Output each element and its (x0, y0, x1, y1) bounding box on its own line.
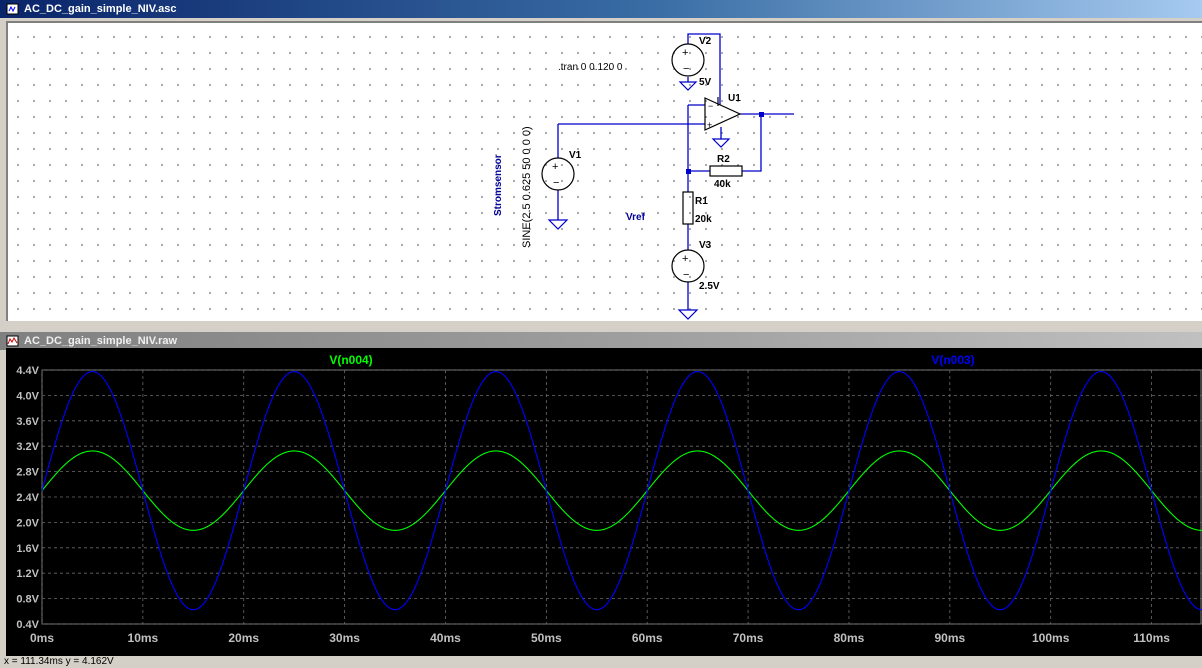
voltage-source-v2[interactable]: + − (671, 43, 705, 77)
svg-text:−: − (553, 177, 559, 189)
v1-value: SINE(2.5 0.625 50 0 0 0) (521, 126, 533, 248)
waveform-plot[interactable]: 0.4V 0.8V 1.2V 1.6V 2.0V 2.4V 2.8V 3.2V 3.6V 4.0V… (6, 348, 1202, 656)
x-tick-label: 20ms (228, 631, 259, 645)
net-label-stromsensor[interactable]: Stromsensor (493, 154, 504, 216)
y-tick-label: 4.4V (16, 365, 39, 377)
v2-name: V2 (699, 36, 712, 47)
u1-name: U1 (728, 93, 741, 104)
x-tick-label: 10ms (128, 631, 159, 645)
net-label-vref[interactable]: Vref (626, 212, 646, 223)
v2-value: 5V (699, 77, 712, 88)
plot-title: AC_DC_gain_simple_NIV.raw (24, 335, 178, 347)
spice-directive[interactable]: .tran 0 0.120 0 (558, 62, 623, 73)
r2-name: R2 (717, 154, 730, 165)
resistor-r2[interactable] (709, 165, 743, 177)
junction-output (759, 112, 764, 117)
svg-text:−: − (683, 269, 689, 281)
v3-name: V3 (699, 240, 712, 251)
r1-name: R1 (695, 196, 708, 207)
schematic-file-icon (6, 3, 19, 15)
schematic-titlebar[interactable]: AC_DC_gain_simple_NIV.asc (0, 0, 1202, 18)
v3-value: 2.5V (699, 281, 720, 292)
y-tick-label: 0.4V (16, 619, 39, 631)
legend-vn003[interactable]: V(n003) (931, 353, 974, 367)
y-tick-label: 3.2V (16, 441, 39, 453)
resistor-r1[interactable] (682, 191, 694, 225)
y-tick-label: 1.6V (16, 543, 39, 555)
y-tick-label: 4.0V (16, 390, 39, 402)
x-tick-label: 90ms (934, 631, 965, 645)
legend-vn004[interactable]: V(n004) (329, 353, 372, 367)
schematic-canvas[interactable]: + − + − + − − (6, 21, 1202, 321)
x-tick-label: 70ms (733, 631, 764, 645)
voltage-source-v3[interactable]: + − (671, 249, 705, 283)
x-tick-label: 80ms (834, 631, 865, 645)
voltage-source-v1[interactable]: + − (541, 157, 575, 191)
opamp-u1[interactable]: − + (704, 97, 742, 131)
r2-value: 40k (714, 179, 731, 190)
svg-text:+: + (682, 47, 688, 59)
schematic-title: AC_DC_gain_simple_NIV.asc (24, 3, 177, 15)
chart-traces (41, 371, 1202, 611)
y-tick-label: 2.8V (16, 467, 39, 479)
r1-value: 20k (695, 214, 712, 225)
x-tick-label: 40ms (430, 631, 461, 645)
y-tick-label: 0.8V (16, 594, 39, 606)
x-tick-label: 30ms (329, 631, 360, 645)
junction-feedback (686, 169, 691, 174)
x-tick-label: 50ms (531, 631, 562, 645)
svg-text:−: − (708, 101, 713, 111)
trace-vn004[interactable] (41, 450, 1202, 531)
status-bar: x = 111.34ms y = 4.162V (0, 656, 1202, 668)
x-axis-ticks: 0ms 10ms 20ms 30ms 40ms 50ms 60ms 70ms 80ms 90ms 1… (30, 631, 1170, 645)
y-tick-label: 2.4V (16, 492, 39, 504)
plot-titlebar[interactable]: AC_DC_gain_simple_NIV.raw (0, 332, 1202, 350)
schematic-window: AC_DC_gain_simple_NIV.asc (0, 0, 1202, 325)
v1-name: V1 (569, 150, 582, 161)
schematic-drawing: + − + − + − − (493, 33, 794, 320)
x-tick-label: 100ms (1032, 631, 1070, 645)
x-tick-label: 0ms (30, 631, 54, 645)
plot-window: AC_DC_gain_simple_NIV.raw (0, 330, 1202, 656)
x-tick-label: 110ms (1133, 631, 1170, 645)
svg-text:+: + (552, 161, 558, 173)
svg-text:+: + (682, 253, 688, 265)
chart-legend[interactable]: V(n004) V(n003) (329, 353, 974, 367)
y-axis-ticks: 0.4V 0.8V 1.2V 1.6V 2.0V 2.4V 2.8V 3.2V 3.6V 4.0V… (16, 365, 39, 631)
y-tick-label: 3.6V (16, 416, 39, 428)
waveform-chart: 0.4V 0.8V 1.2V 1.6V 2.0V 2.4V 2.8V 3.2V 3.6V 4.0V… (16, 353, 1202, 645)
x-tick-label: 60ms (632, 631, 663, 645)
y-tick-label: 2.0V (16, 517, 39, 529)
trace-vn003[interactable] (41, 371, 1202, 611)
chart-grid (41, 369, 1202, 625)
schematic-wires (557, 33, 794, 310)
ground-symbols (547, 81, 731, 320)
y-tick-label: 1.2V (16, 568, 39, 580)
svg-text:+: + (707, 120, 712, 130)
waveform-file-icon (6, 335, 19, 347)
svg-text:−: − (683, 63, 689, 75)
